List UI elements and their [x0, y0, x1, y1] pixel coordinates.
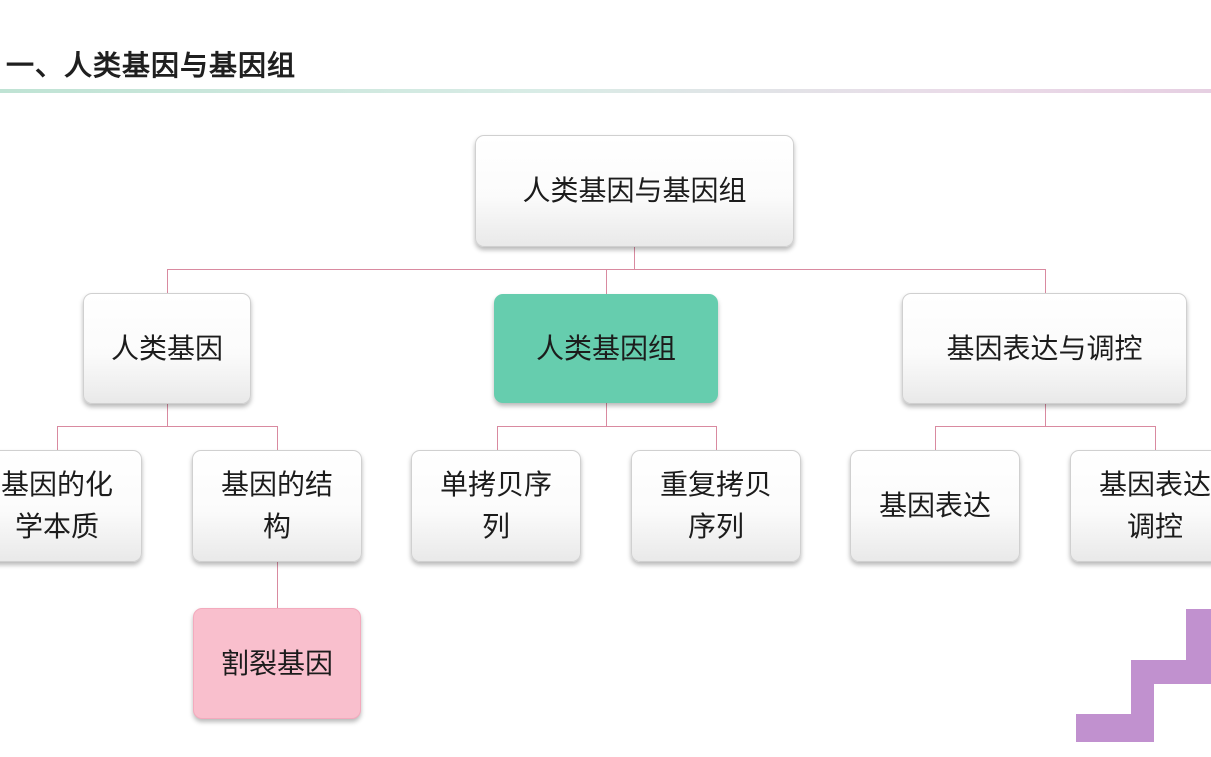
node-repeat-copy: 重复拷贝 序列 [631, 450, 801, 562]
node-human-gene: 人类基因 [83, 293, 251, 404]
stair-decoration-step-5 [1186, 609, 1211, 631]
node-split-gene-label: 割裂基因 [220, 646, 333, 680]
node-gene-expression-regulation: 基因表达与调控 [902, 293, 1187, 404]
node-repeat-copy-line1: 重复拷贝 [659, 468, 772, 501]
node-human-genome-label: 人类基因组 [535, 331, 676, 365]
node-chem-nature: 基因的化 学本质 [0, 450, 142, 562]
node-split-gene: 割裂基因 [193, 608, 361, 719]
node-human-gene-label: 人类基因 [110, 331, 223, 365]
connector-to-split-gene [277, 562, 278, 608]
node-chem-nature-line2: 学本质 [14, 510, 99, 543]
connector-human-genome-stem [606, 403, 607, 427]
node-repeat-copy-line2: 序列 [687, 510, 744, 543]
node-gene-expression-label: 基因表达 [878, 489, 991, 522]
connector-to-single-copy [497, 426, 498, 450]
connector-human-gene-bar [57, 426, 278, 427]
connector-expression-bar [935, 426, 1156, 427]
node-expression-regulation-line2: 调控 [1126, 510, 1183, 543]
connector-to-expression-regulation-leaf [1155, 426, 1156, 450]
node-gene-expression-regulation-label: 基因表达与调控 [946, 331, 1143, 365]
connector-to-expression-regulation [1045, 269, 1046, 293]
node-gene-structure: 基因的结 构 [192, 450, 362, 562]
connector-human-gene-stem [167, 404, 168, 427]
connector-human-genome-bar [497, 426, 717, 427]
node-root-label: 人类基因与基因组 [522, 174, 747, 207]
node-single-copy: 单拷贝序 列 [411, 450, 581, 562]
connector-to-gene-structure [277, 426, 278, 450]
connector-to-gene-expression [935, 426, 936, 450]
node-gene-structure-line1: 基因的结 [220, 468, 333, 501]
connector-root-stem [634, 247, 635, 270]
node-expression-regulation-line1: 基因表达 [1098, 468, 1211, 501]
node-gene-expression: 基因表达 [850, 450, 1020, 562]
node-expression-regulation: 基因表达 调控 [1070, 450, 1211, 562]
node-human-genome: 人类基因组 [494, 294, 718, 403]
node-gene-structure-line2: 构 [262, 510, 291, 543]
connector-to-human-gene [167, 269, 168, 293]
node-single-copy-line2: 列 [481, 510, 510, 543]
node-chem-nature-line1: 基因的化 [0, 468, 113, 501]
title-underline [0, 89, 1211, 93]
connector-expression-stem [1045, 404, 1046, 427]
connector-to-repeat-copy [716, 426, 717, 450]
node-single-copy-line1: 单拷贝序 [439, 468, 552, 501]
node-root: 人类基因与基因组 [475, 135, 794, 247]
connector-to-human-genome [606, 269, 607, 294]
connector-to-chem-nature [57, 426, 58, 450]
page-title: 一、人类基因与基因组 [6, 49, 297, 82]
